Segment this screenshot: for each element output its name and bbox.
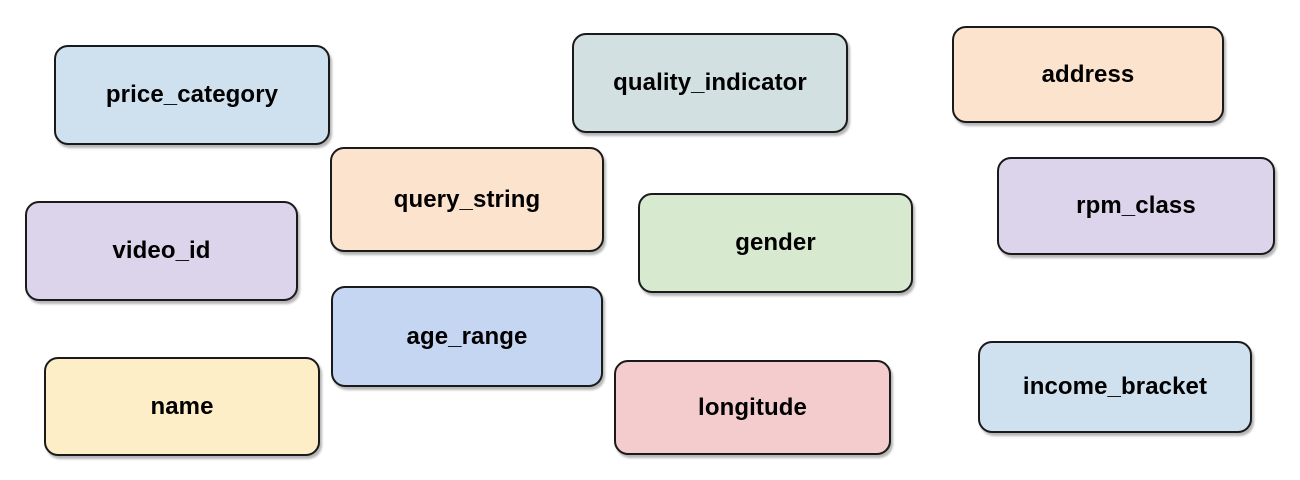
node-price-category[interactable]: price_category xyxy=(54,45,330,145)
node-longitude[interactable]: longitude xyxy=(614,360,891,455)
node-label: name xyxy=(150,392,214,420)
node-label: query_string xyxy=(393,185,541,213)
node-label: video_id xyxy=(112,237,211,264)
node-label: income_bracket xyxy=(1022,373,1208,400)
node-age-range[interactable]: age_range xyxy=(331,286,603,387)
node-label: address xyxy=(1041,60,1135,88)
node-name[interactable]: name xyxy=(44,357,320,456)
node-label: longitude xyxy=(698,393,807,421)
node-label: quality_indicator xyxy=(613,69,807,96)
node-label: price_category xyxy=(105,81,279,108)
node-label: age_range xyxy=(406,322,528,350)
node-address[interactable]: address xyxy=(952,26,1224,123)
node-gender[interactable]: gender xyxy=(638,193,913,293)
node-income-bracket[interactable]: income_bracket xyxy=(978,341,1252,433)
node-video-id[interactable]: video_id xyxy=(25,201,298,301)
node-query-string[interactable]: query_string xyxy=(330,147,604,252)
node-quality-indicator[interactable]: quality_indicator xyxy=(572,33,848,133)
node-rpm-class[interactable]: rpm_class xyxy=(997,157,1275,255)
node-label: rpm_class xyxy=(1076,192,1196,219)
node-label: gender xyxy=(735,229,816,256)
